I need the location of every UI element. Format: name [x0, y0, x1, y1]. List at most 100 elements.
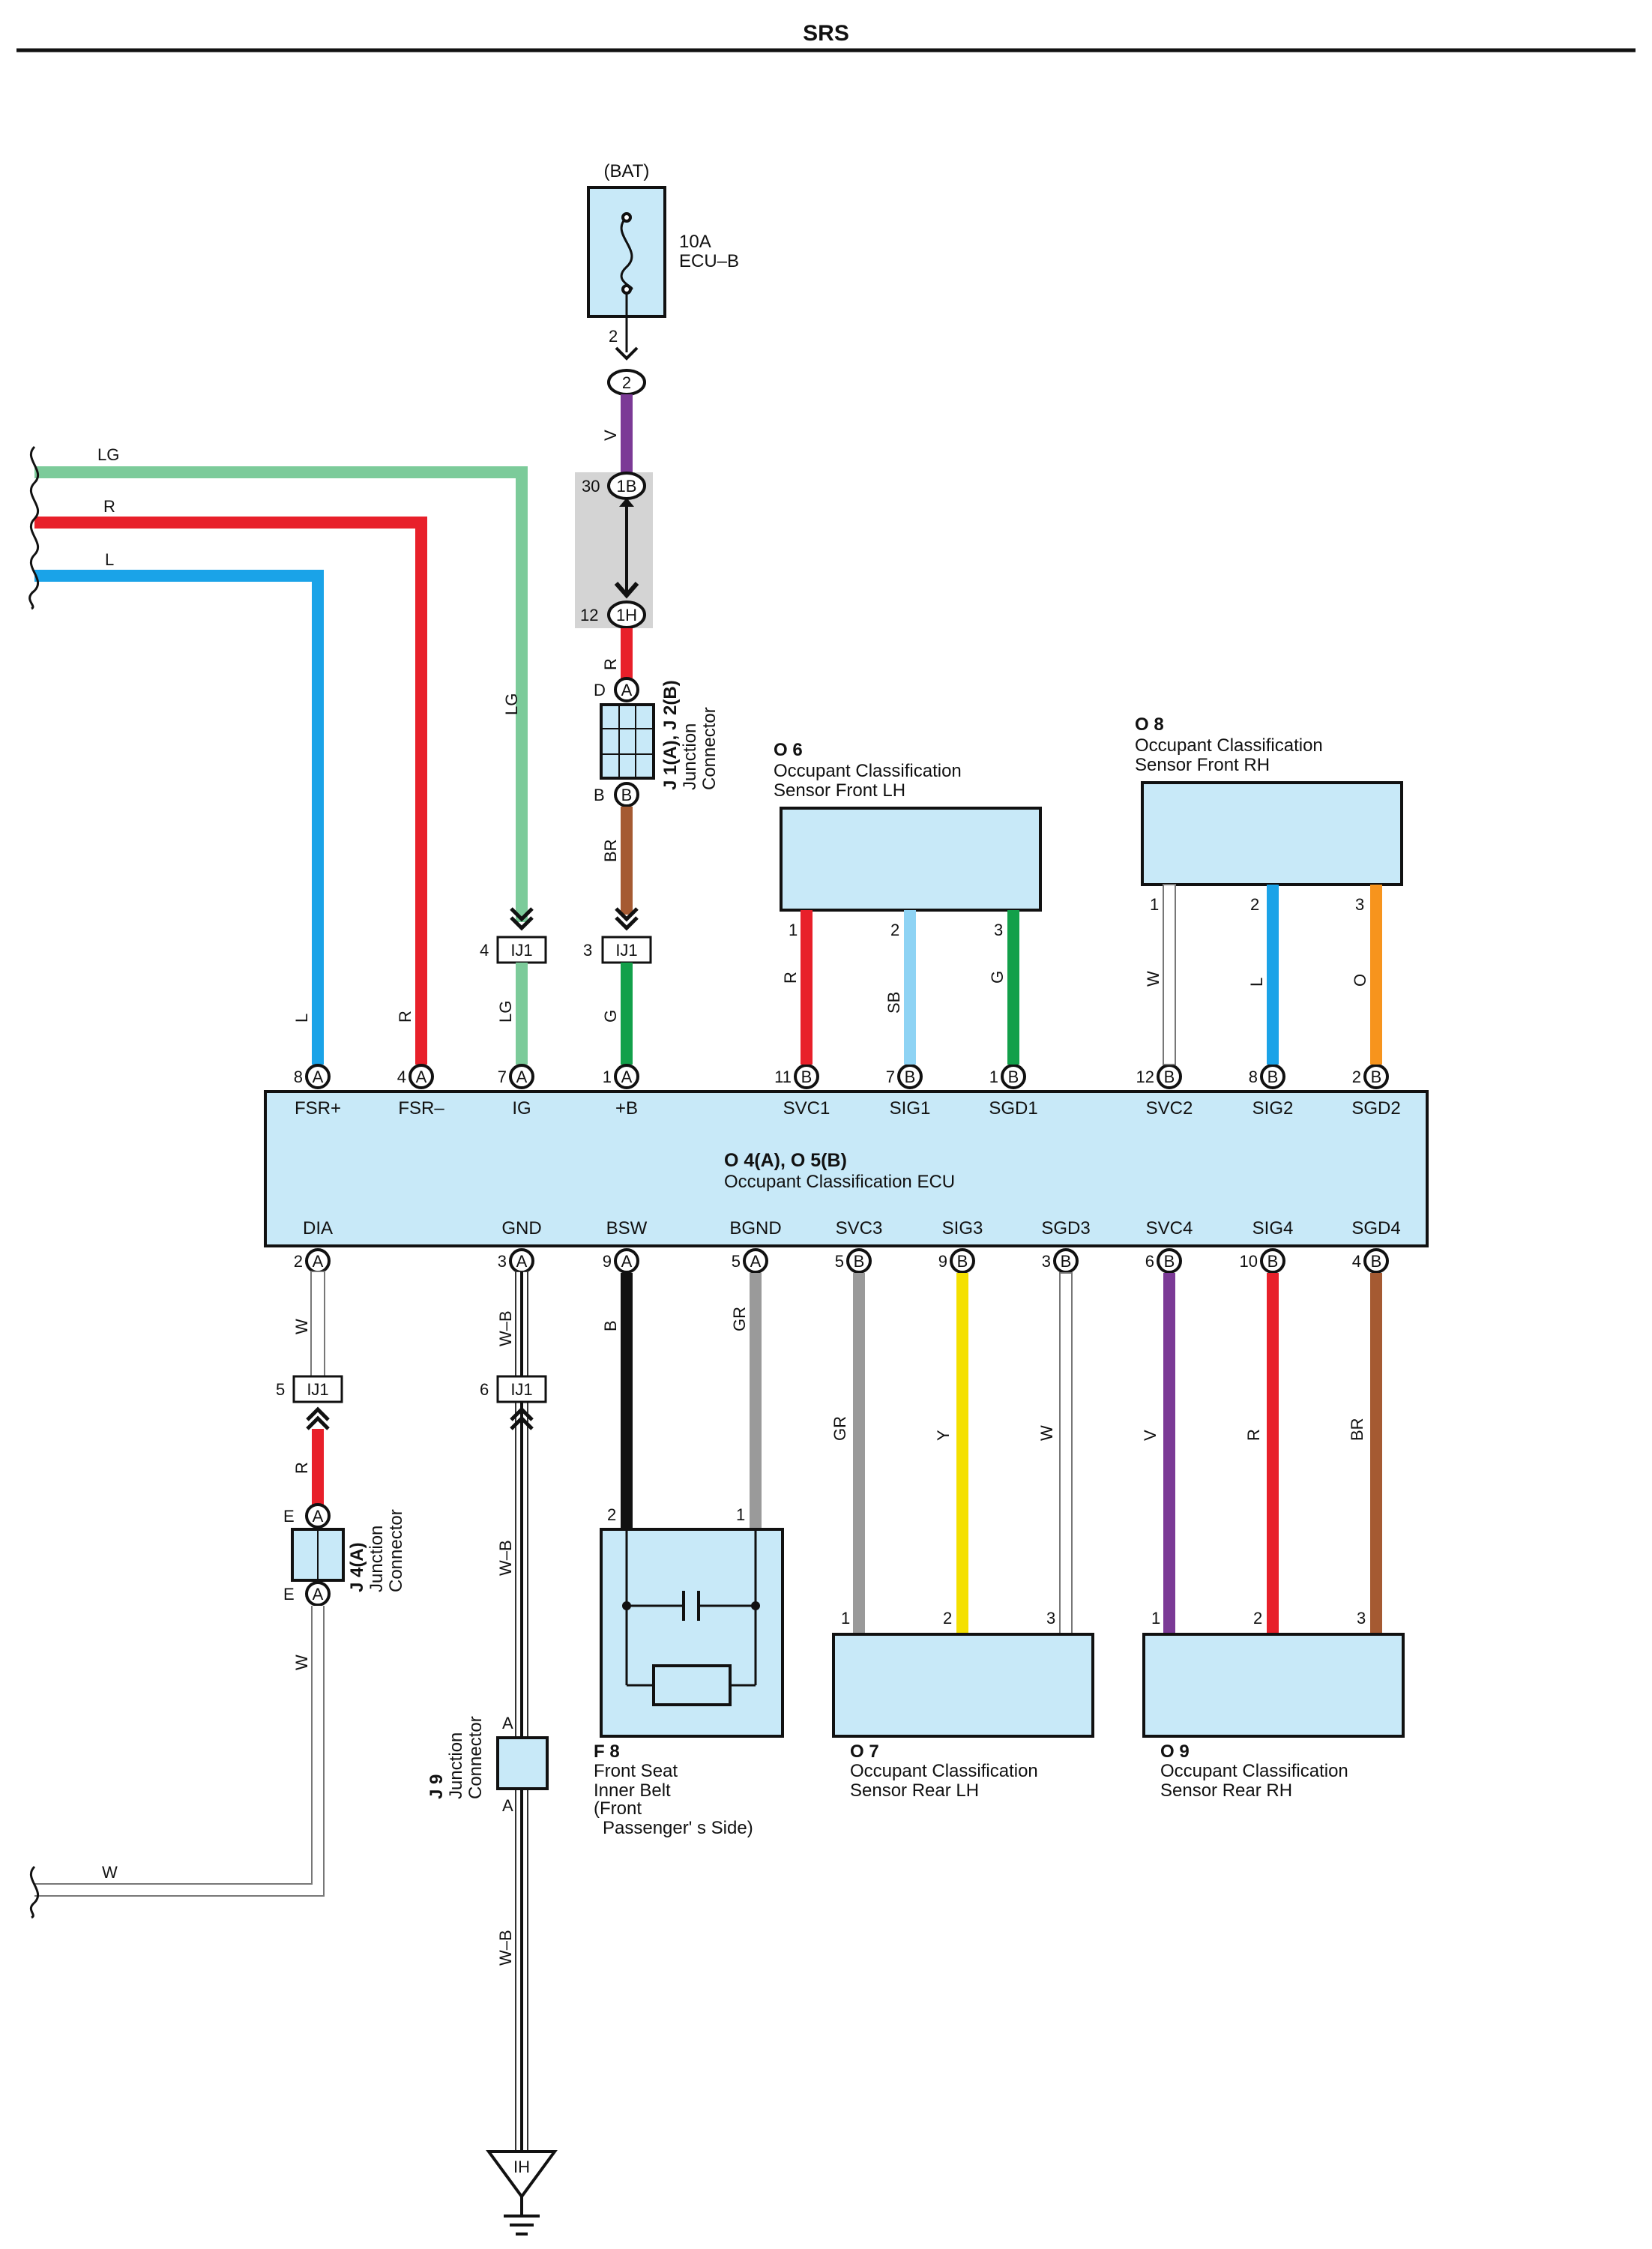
ecu-signal-sgd3: SGD3: [1041, 1218, 1090, 1238]
wire-w-dia-lower-fill: [34, 1606, 323, 1895]
ecu-signal-fsr+: FSR+: [295, 1098, 341, 1119]
wire-label-svc1: R: [781, 972, 800, 984]
ecu-terminal-bgnd: [743, 1248, 768, 1274]
wire-w-bottom-label: W: [102, 1863, 118, 1882]
wire-v-label: V: [601, 430, 620, 441]
connector-1h-pin: 12: [580, 606, 598, 624]
j4-terminal-bottom: [305, 1581, 331, 1607]
ecu-terminal-letter: B: [957, 1252, 968, 1271]
wire-br-label: BR: [601, 839, 620, 862]
o7-code: O 7: [850, 1741, 879, 1762]
fuse-pin: 2: [609, 327, 618, 346]
connector-1h: [607, 600, 646, 629]
chevron-up-icon: [510, 1406, 534, 1430]
o7-line2: Sensor Rear LH: [850, 1780, 979, 1801]
j4-letter-top: A: [313, 1507, 324, 1526]
o8-pin-1: 1: [1150, 895, 1159, 914]
f8-node: [622, 1601, 631, 1610]
ecu-signal-sgd4: SGD4: [1351, 1218, 1400, 1238]
ij1-gnd-label: IJ1: [510, 1380, 532, 1399]
wire-v: [621, 394, 633, 472]
wire-svc2: [1163, 884, 1176, 1065]
j9-desc-2: Connector: [465, 1716, 486, 1799]
j9-pin-top: A: [502, 1714, 513, 1732]
ecu-terminal-letter: A: [313, 1252, 324, 1271]
j1-junction-box: [600, 703, 655, 780]
arrow-down-icon: [614, 582, 639, 599]
ecu-signal-dia: DIA: [303, 1218, 333, 1238]
o8-code: O 8: [1135, 714, 1164, 735]
ecu-terminal-sgd2: [1363, 1064, 1389, 1089]
ecu-signal-gnd: GND: [501, 1218, 541, 1238]
ecu-pin-number: 8: [1249, 1068, 1258, 1086]
ecu-terminal-sig1: [897, 1064, 923, 1089]
ecu-terminal-letter: B: [854, 1252, 865, 1271]
battery-label: (BAT): [604, 161, 650, 181]
connector-1b-pin: 30: [582, 477, 600, 496]
o7-pin-1: 1: [841, 1609, 850, 1628]
f8-line-1: Front Seat: [594, 1761, 678, 1781]
f8-pin-1: 1: [736, 1505, 745, 1524]
ecu-signal-sig1: SIG1: [890, 1098, 931, 1119]
wire-label-bsw: B: [601, 1320, 620, 1331]
j1-desc-2: Connector: [699, 707, 720, 790]
o9-sensor-box: [1142, 1633, 1405, 1738]
resistor-icon: [652, 1664, 732, 1706]
ground-triangle: [486, 2150, 558, 2200]
j1-terminal-a: [614, 677, 639, 702]
wire-sig2: [1267, 885, 1279, 1065]
f8-pin-2: 2: [607, 1505, 616, 1524]
ecu-terminal-letter: B: [1371, 1252, 1382, 1271]
wire-break-icon: [29, 1865, 40, 1919]
ecu-terminal-letter: A: [516, 1252, 528, 1271]
ij1-lg-label: IJ1: [510, 941, 532, 960]
ecu-pin-number: 4: [397, 1068, 406, 1086]
j1-pin-b: B: [594, 786, 605, 804]
j1-code: J 1(A), J 2(B): [660, 680, 681, 790]
f8-line-2: Inner Belt: [594, 1780, 671, 1801]
j1-desc-1: Junction: [680, 723, 700, 790]
wire-sig1: [904, 910, 916, 1065]
wire-label-svc4: V: [1141, 1430, 1160, 1441]
chevron-up-icon: [306, 1406, 330, 1430]
wire-l-label: L: [105, 550, 114, 569]
ecu-pin-number: 5: [835, 1252, 844, 1271]
wire-w-dia: [310, 1271, 325, 1386]
wire-r-dia-label: R: [292, 1462, 311, 1474]
o6-pin-3: 3: [994, 921, 1003, 939]
fuse-terminal: [621, 284, 632, 295]
wire-svc1: [801, 910, 813, 1065]
j4-letter-bottom: A: [313, 1585, 324, 1604]
j9-code: J 9: [426, 1774, 447, 1799]
wire-r-label: R: [103, 497, 115, 516]
wire-br: [621, 807, 633, 915]
wire-sig3: [956, 1273, 968, 1634]
o9-line2: Sensor Rear RH: [1160, 1780, 1292, 1801]
ecu-signal-sig4: SIG4: [1252, 1218, 1294, 1238]
j9-junction-box: [496, 1736, 549, 1790]
plug-2-label: 2: [622, 373, 631, 392]
ecu-terminal-letter: A: [416, 1068, 427, 1086]
ecu-terminal-letter: B: [801, 1068, 813, 1086]
wire-label-+b: G: [601, 1010, 620, 1023]
ecu-pin-number: 10: [1240, 1252, 1258, 1271]
ecu-pin-number: 7: [886, 1068, 895, 1086]
wire-wb-mid-label: W–B: [496, 1540, 515, 1576]
j1-terminal-b: [614, 782, 639, 807]
ecu-pin-number: 9: [938, 1252, 947, 1271]
wire-r: [34, 517, 427, 1065]
wire-svc3: [853, 1273, 865, 1634]
ecu-terminal-bsw: [614, 1248, 639, 1274]
ecu-terminal-letter: B: [1267, 1068, 1279, 1086]
ecu-terminal-sig4: [1260, 1248, 1285, 1274]
ground-label: IH: [513, 2158, 530, 2176]
ecu-pin-number: 7: [498, 1068, 507, 1086]
o9-pin-2: 2: [1253, 1609, 1262, 1628]
ecu-terminal-letter: A: [313, 1068, 324, 1086]
wire-w-dia-lower: [34, 1606, 325, 1897]
ecu-terminal-+b: [614, 1064, 639, 1089]
wire-label-svc3: GR: [830, 1416, 849, 1441]
ecu-signal-fsr–: FSR–: [398, 1098, 444, 1119]
wire-l: [34, 570, 324, 1065]
